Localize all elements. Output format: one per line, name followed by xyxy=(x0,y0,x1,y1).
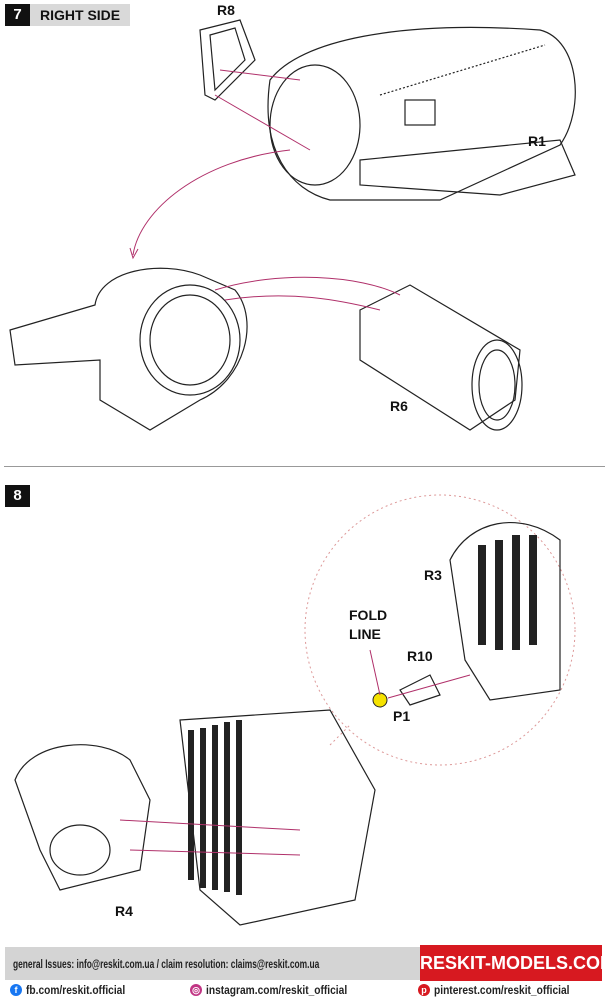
part-r1-drawing xyxy=(267,26,576,201)
label-r8: R8 xyxy=(217,2,235,18)
step-7-title: RIGHT SIDE xyxy=(30,4,131,26)
label-fold-line: FOLD LINE xyxy=(349,607,388,642)
guide-lines-step8 xyxy=(119,819,301,856)
contact-bar: general Issues: info@reskit.com.ua / cla… xyxy=(5,947,420,980)
assembly-illustration xyxy=(9,19,576,926)
part-r6-drawing xyxy=(359,284,523,431)
pinterest-icon: p xyxy=(418,984,430,996)
label-r4: R4 xyxy=(115,903,133,919)
brand-website[interactable]: RESKIT-MODELS.COM xyxy=(420,945,609,981)
guide-lines-step7 xyxy=(129,69,401,311)
step-7-number: 7 xyxy=(5,4,30,26)
label-r6: R6 xyxy=(390,398,408,414)
facebook-icon: f xyxy=(10,984,22,996)
detail-circle xyxy=(304,494,576,766)
facebook-text: fb.com/reskit.official xyxy=(26,983,126,997)
part-r4-drawing xyxy=(14,709,376,926)
label-p1: P1 xyxy=(393,708,411,724)
step-8-number: 8 xyxy=(5,485,30,507)
label-r3: R3 xyxy=(424,567,442,583)
part-r3-drawing xyxy=(449,521,561,701)
instagram-link[interactable]: ◎ instagram.com/reskit_official xyxy=(190,983,372,997)
part-r10-p1-drawing xyxy=(369,649,471,708)
pinterest-link[interactable]: p pinterest.com/reskit_official xyxy=(418,983,593,997)
contact-text: general Issues: info@reskit.com.ua / cla… xyxy=(13,957,320,971)
step-divider xyxy=(4,466,605,467)
facebook-link[interactable]: f fb.com/reskit.official xyxy=(10,983,143,997)
assembled-fuselage-drawing xyxy=(9,267,248,431)
label-r10: R10 xyxy=(407,648,433,664)
instagram-text: instagram.com/reskit_official xyxy=(206,983,348,997)
instagram-icon: ◎ xyxy=(190,984,202,996)
pinterest-text: pinterest.com/reskit_official xyxy=(434,983,570,997)
label-r1: R1 xyxy=(528,133,546,149)
part-r8-drawing xyxy=(199,19,256,101)
